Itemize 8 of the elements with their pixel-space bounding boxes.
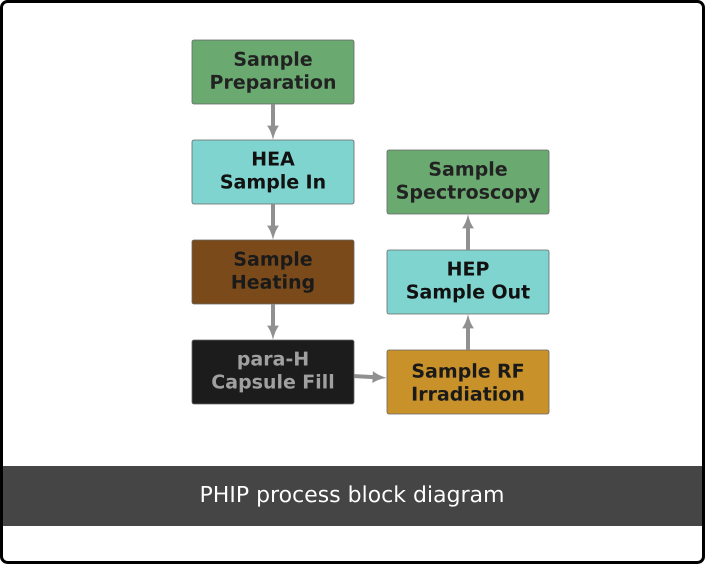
- caption-band: PHIP process block diagram: [3, 466, 702, 526]
- process-block: para-H Capsule Fill: [192, 340, 354, 404]
- process-block: Sample Heating: [192, 240, 354, 304]
- process-block: Sample Spectroscopy: [386, 150, 550, 214]
- process-block: HEP Sample Out: [386, 250, 550, 314]
- process-block: HEA Sample In: [192, 140, 354, 204]
- process-block: Sample Preparation: [192, 40, 354, 104]
- process-block: Sample RF Irradiation: [386, 350, 550, 414]
